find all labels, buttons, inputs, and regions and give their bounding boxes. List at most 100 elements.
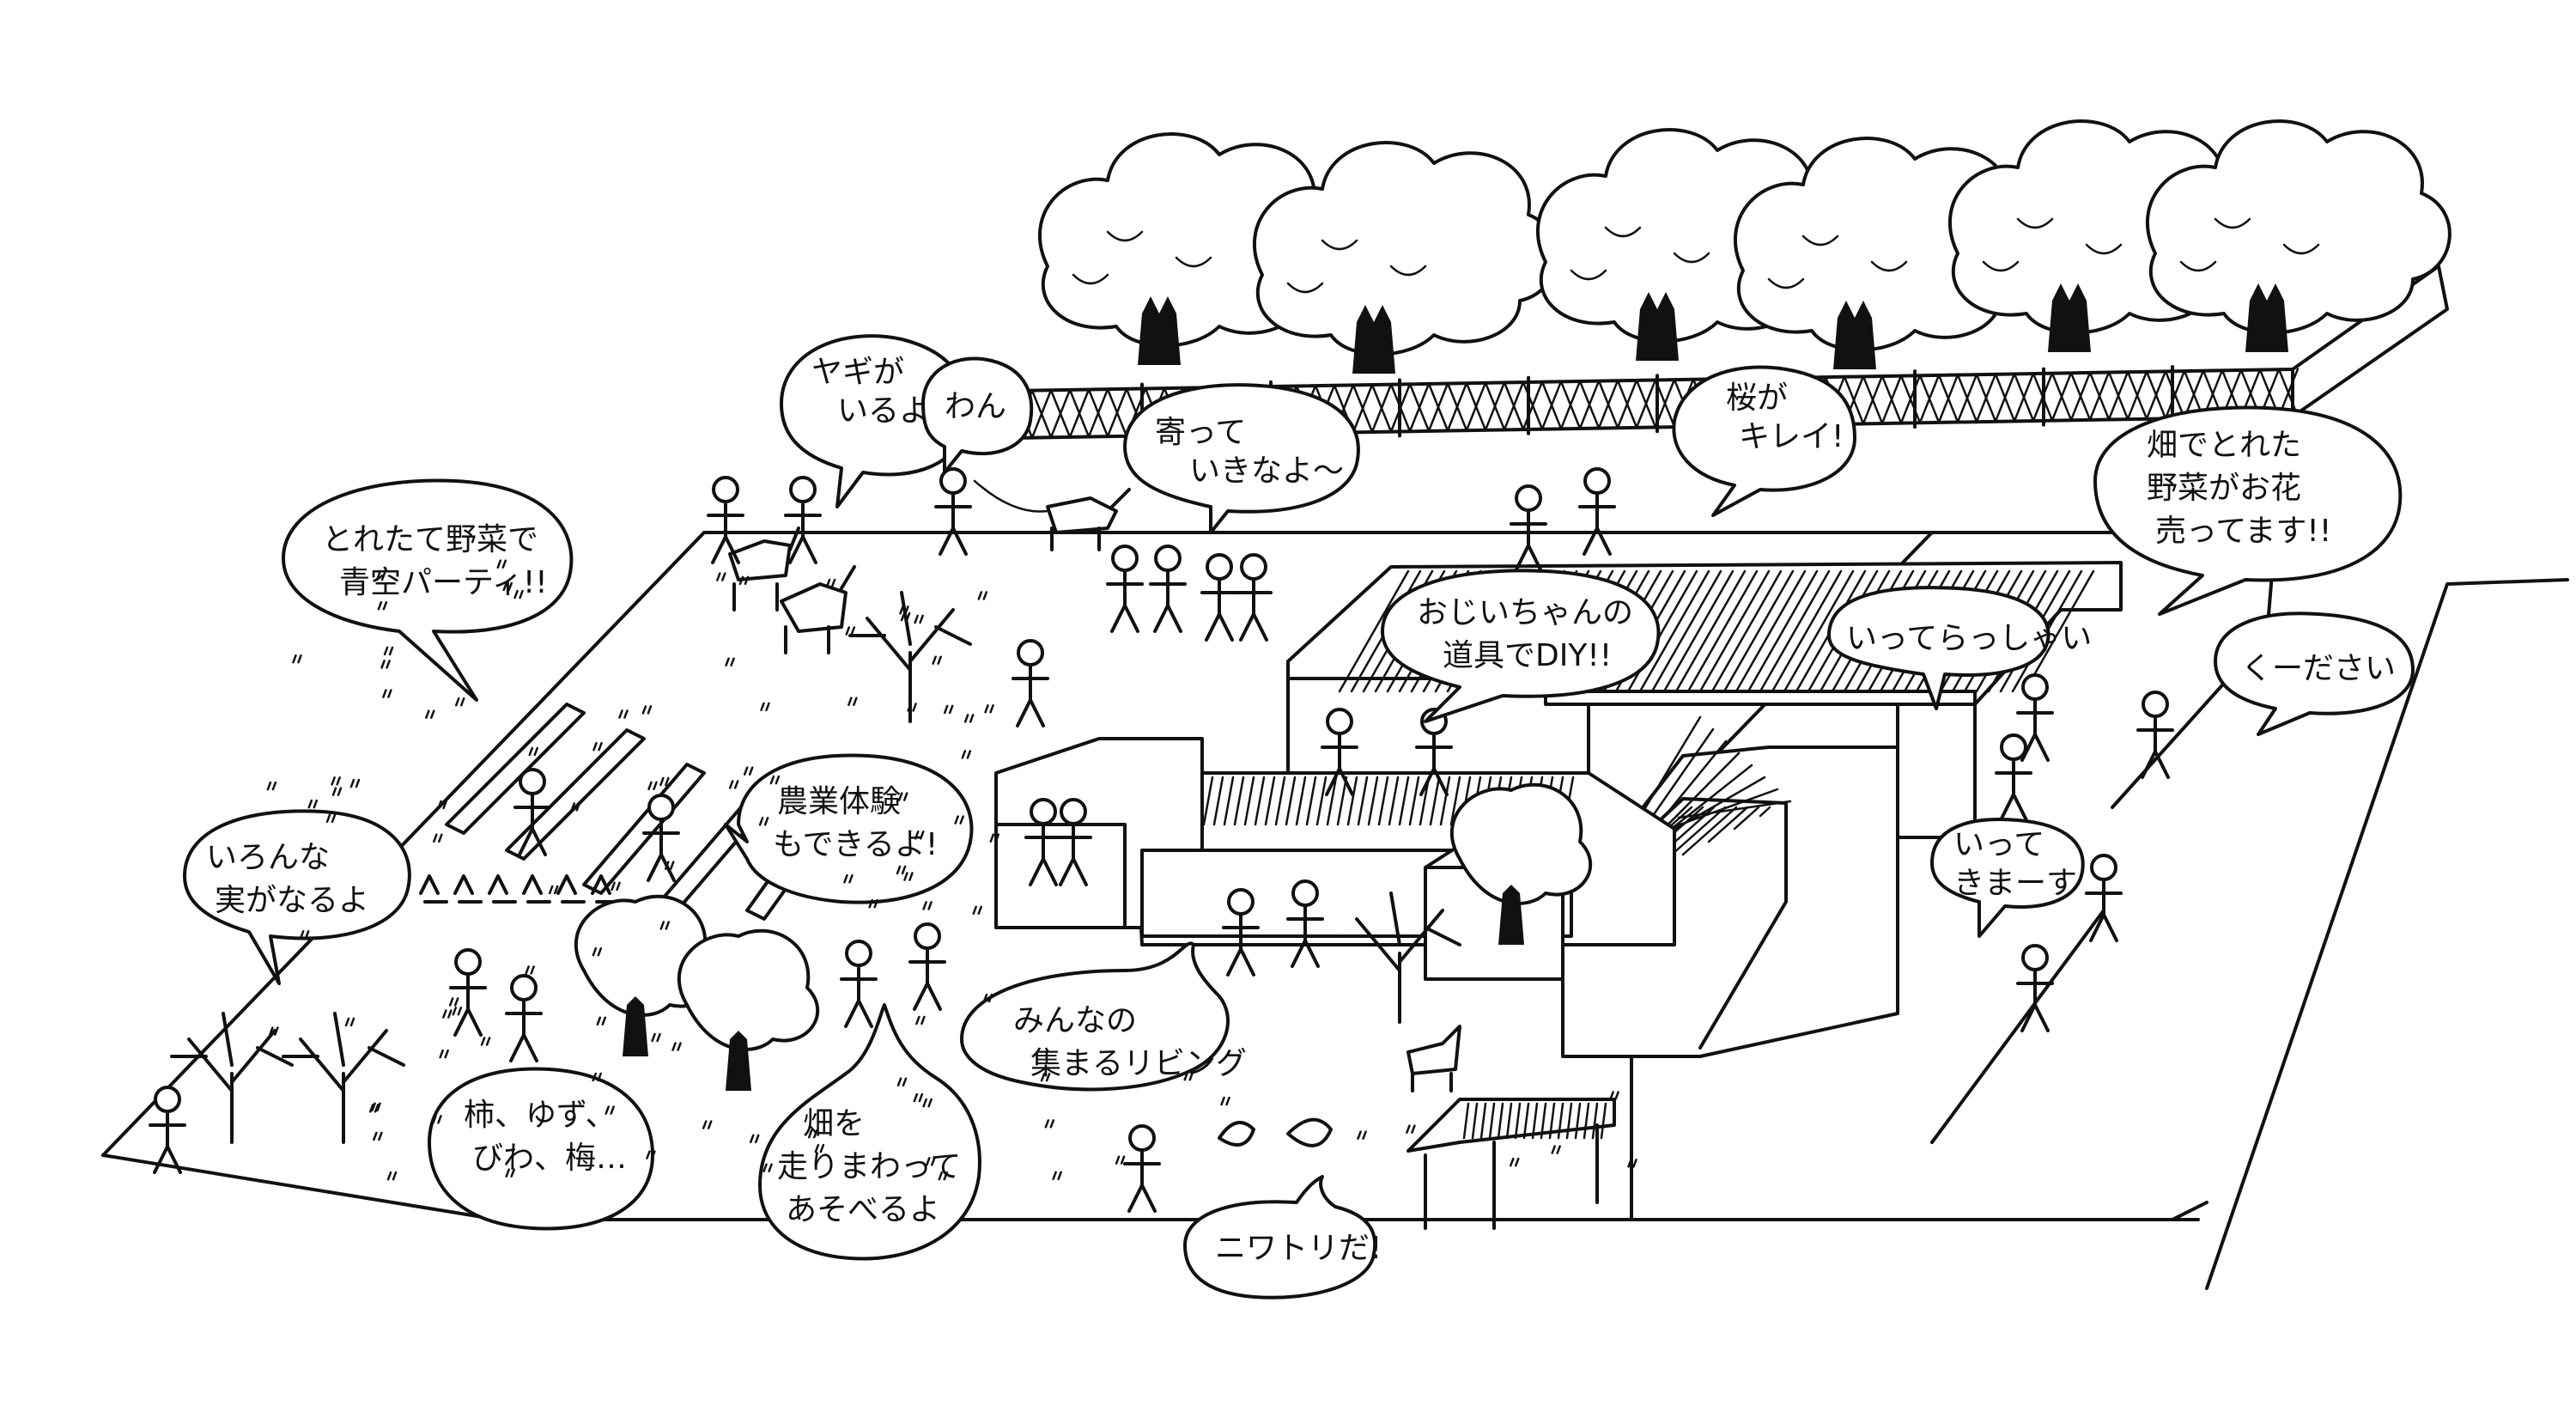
- person-icon: [1286, 879, 1324, 968]
- bare-fruit-tree-icon: [1338, 892, 1461, 1024]
- chicken-icon: [1218, 1117, 1333, 1147]
- svg-text:野菜がお花: 野菜がお花: [2147, 471, 2301, 506]
- bubble-run-fields-line-2: 走りまわって: [777, 1149, 961, 1184]
- person-icon: [642, 794, 680, 882]
- bubble-run-fields-line-3: あそべるよ: [786, 1192, 940, 1227]
- bubble-farming-line-2: もできるよ!: [773, 827, 938, 862]
- svg-text:みんなの: みんなの: [1013, 1003, 1137, 1038]
- person-icon: [1995, 733, 2032, 822]
- bubble-run-fields-line-1: 畑を: [803, 1106, 865, 1141]
- person-icon: [2136, 691, 2174, 779]
- person-icon: [1024, 798, 1062, 886]
- bubble-going-out: いって きまーす: [1930, 818, 2085, 938]
- bubble-drop-by: 寄って いきなよ〜: [1123, 383, 1360, 534]
- bubble-party: とれたて野菜で 青空パーティ!!: [282, 478, 574, 702]
- bubble-living: みんなの 集まるリビング: [960, 941, 1247, 1092]
- person-icon: [1123, 1124, 1161, 1213]
- bubble-diy-line-1: おじいちゃんの: [1417, 595, 1633, 630]
- cat-icon: [1406, 1025, 1461, 1092]
- person-icon: [1149, 545, 1187, 633]
- bubble-going-out-line-1: いって: [1953, 827, 2044, 862]
- svg-text:道具でDIY!!: 道具でDIY!!: [1443, 638, 1612, 673]
- person-icon: [513, 768, 551, 856]
- person-icon: [2016, 673, 2054, 762]
- pergola: [1406, 1098, 1616, 1230]
- goat-icon: [728, 526, 856, 654]
- bubble-farming: 農業体験 もできるよ!: [724, 753, 974, 904]
- svg-text:きまーす: きまーす: [1953, 866, 2077, 901]
- svg-text:ヤギが: ヤギが: [811, 355, 904, 390]
- bubble-sakura-line-2: キレイ!: [1739, 419, 1844, 454]
- person-icon: [908, 922, 946, 1011]
- bubble-give-me-text: くーださい: [2241, 651, 2396, 686]
- svg-text:桜が: 桜が: [1726, 380, 1788, 416]
- bubble-fruit-trees: 柿、ゆず、 びわ、梅…: [428, 1067, 654, 1231]
- bubble-farming-line-1: 農業体験: [777, 784, 901, 819]
- bush-tree-icon: [677, 928, 820, 1091]
- bubble-give-me: くーださい: [2214, 612, 2415, 736]
- bubble-chicken-text: ニワトリだ!: [1215, 1231, 1382, 1266]
- bubble-fruit-trees-line-2: びわ、梅…: [472, 1141, 627, 1176]
- bubble-dog: わん: [921, 356, 1034, 474]
- bubble-drop-by-line-1: 寄って: [1155, 415, 1246, 450]
- svg-text:キレイ!: キレイ!: [1739, 419, 1844, 454]
- person-icon: [707, 476, 744, 564]
- bubble-fruits: いろんな 実がなるよ: [183, 809, 411, 985]
- bare-fruit-tree-icon: [282, 1012, 405, 1144]
- person-icon: [1321, 708, 1358, 796]
- person-icon: [1054, 798, 1092, 886]
- bubble-sakura: 桜が キレイ!: [1672, 365, 1856, 517]
- person-icon: [2016, 944, 2054, 1032]
- person-icon: [1012, 639, 1049, 727]
- svg-text:わん: わん: [945, 389, 1006, 424]
- person-icon: [1510, 484, 1547, 573]
- person-icon: [784, 476, 822, 564]
- svg-text:売ってます!!: 売ってます!!: [2155, 514, 2331, 549]
- cherry-tree-icon: [2145, 119, 2451, 352]
- bubble-diy-line-2: 道具でDIY!!: [1443, 638, 1612, 673]
- person-icon: [1106, 545, 1144, 633]
- bubble-welcome-text: いってらっしゃい: [1846, 621, 2092, 656]
- person-icon: [1222, 888, 1260, 977]
- bubble-vegetables-flowers: 畑でとれた 野菜がお花 売ってます!!: [2093, 405, 2403, 616]
- svg-text:寄って: 寄って: [1155, 415, 1246, 450]
- svg-text:農業体験: 農業体験: [777, 784, 901, 819]
- bubble-party-line-2: 青空パーティ!!: [339, 565, 548, 600]
- bubble-sakura-line-1: 桜が: [1726, 380, 1788, 416]
- bubble-welcome: いってらっしゃい: [1827, 586, 2092, 710]
- bubble-fruits-line-1: いろんな: [206, 840, 330, 875]
- dog-icon: [973, 479, 1131, 551]
- svg-text:走りまわって: 走りまわって: [777, 1149, 961, 1184]
- bubble-living-line-1: みんなの: [1013, 1003, 1137, 1038]
- bubble-veg-line-1: 畑でとれた: [2147, 428, 2301, 463]
- bubble-veg-line-2: 野菜がお花: [2147, 471, 2301, 506]
- cherry-tree-row: [1037, 119, 2451, 374]
- svg-text:いって: いって: [1953, 827, 2044, 862]
- svg-text:おじいちゃんの: おじいちゃんの: [1417, 595, 1633, 630]
- bubble-fruits-line-2: 実がなるよ: [215, 883, 369, 918]
- person-icon: [1235, 553, 1273, 642]
- bubble-drop-by-line-2: いきなよ〜: [1189, 453, 1344, 489]
- svg-text:とれたて野菜で: とれたて野菜で: [322, 522, 538, 557]
- bubble-goat-line-1: ヤギが: [811, 355, 904, 390]
- svg-text:いろんな: いろんな: [206, 840, 330, 875]
- bubble-living-line-2: 集まるリビング: [1030, 1046, 1247, 1081]
- bubble-party-line-1: とれたて野菜で: [322, 522, 538, 557]
- svg-text:びわ、梅…: びわ、梅…: [472, 1141, 627, 1176]
- svg-text:もできるよ!: もできるよ!: [773, 827, 938, 862]
- bubble-going-out-line-2: きまーす: [1953, 866, 2077, 901]
- bare-fruit-tree-icon: [170, 1012, 294, 1144]
- person-icon: [1200, 553, 1238, 642]
- person-icon: [840, 940, 878, 1028]
- bubble-veg-line-3: 売ってます!!: [2155, 514, 2331, 549]
- grass-marks: [266, 559, 1637, 1181]
- person-icon: [505, 974, 543, 1062]
- svg-text:畑を: 畑を: [803, 1106, 865, 1141]
- svg-text:いきなよ〜: いきなよ〜: [1189, 453, 1344, 489]
- svg-text:青空パーティ!!: 青空パーティ!!: [339, 565, 548, 600]
- person-icon: [934, 467, 972, 556]
- bubble-chicken: ニワトリだ!: [1183, 1175, 1382, 1299]
- svg-text:いってらっしゃい: いってらっしゃい: [1846, 621, 2092, 656]
- svg-text:ニワトリだ!: ニワトリだ!: [1215, 1231, 1382, 1266]
